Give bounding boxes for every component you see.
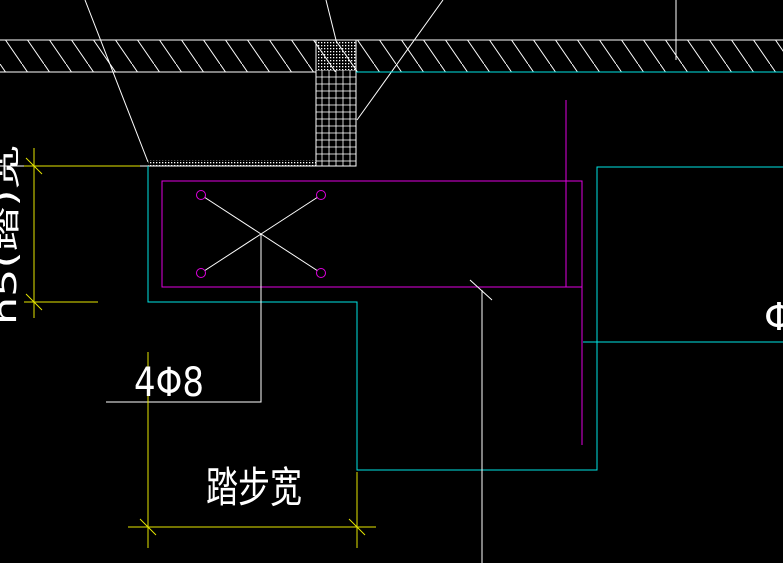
leader-lines — [84, 0, 677, 163]
right-edge-label: Φ — [764, 295, 783, 339]
rebar-bar-bottom-right — [316, 268, 326, 278]
lower-leader — [469, 279, 493, 563]
hatched-slab — [0, 39, 783, 73]
tread-width-dimension — [128, 352, 376, 548]
tread-width-label: 踏步宽 — [206, 463, 302, 512]
concrete-outline — [147, 71, 783, 471]
rebar-label: 4Φ8 — [134, 360, 204, 406]
rebar-label-leader — [106, 234, 262, 403]
left-vertical-dimension — [24, 148, 140, 318]
rebar-bar-bottom-left — [196, 268, 206, 278]
rebar-bar-top-left — [196, 190, 206, 200]
rebar-bar-top-right — [316, 190, 326, 200]
beam-rebar-outline — [161, 100, 583, 445]
left-dimension-label: h5(踏)宽 — [0, 145, 24, 325]
masonry-wall — [315, 39, 357, 167]
finish-layer — [0, 160, 316, 167]
